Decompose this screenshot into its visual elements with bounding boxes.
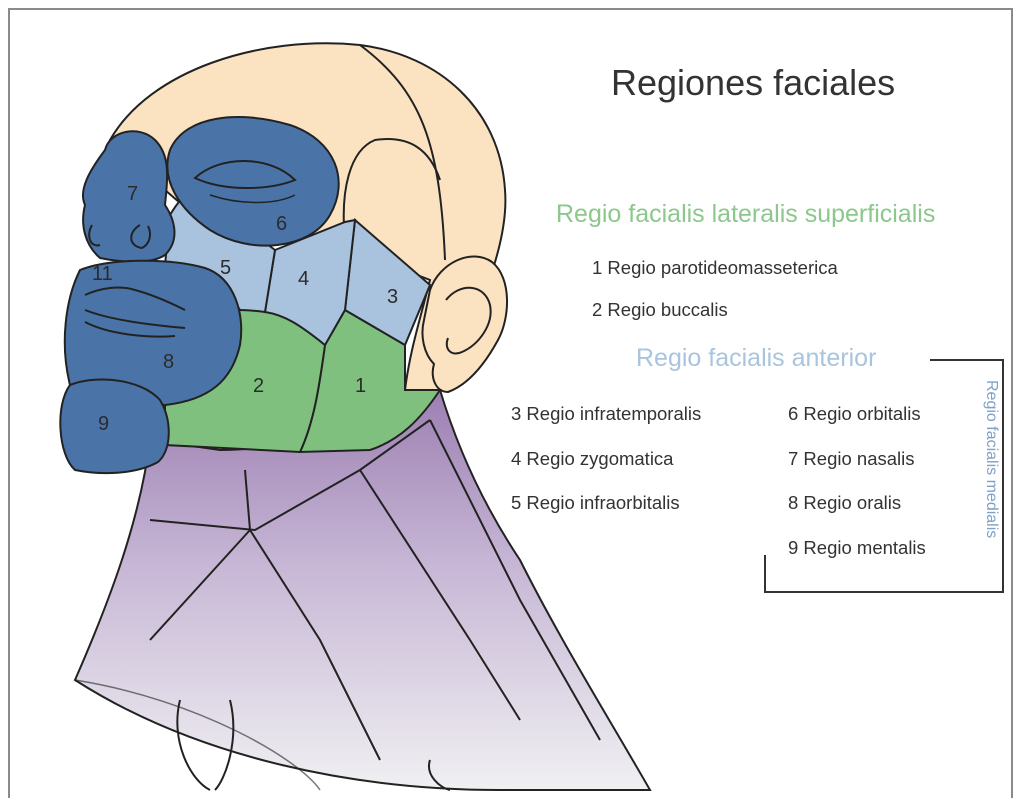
region-number-6: 6 xyxy=(276,213,287,235)
region-number-5: 5 xyxy=(220,257,231,279)
legend-item-4: 4 Regio zygomatica xyxy=(511,448,673,470)
region-number-8: 8 xyxy=(163,351,174,373)
region-number-9: 9 xyxy=(98,413,109,435)
legend-item-9: 9 Regio mentalis xyxy=(788,537,926,559)
medialis-label: Regio facialis medialis xyxy=(982,380,1000,538)
legend-item-3: 3 Regio infratemporalis xyxy=(511,403,701,425)
region-number-7: 7 xyxy=(127,183,138,205)
region-number-2: 2 xyxy=(253,375,264,397)
legend-item-2: 2 Regio buccalis xyxy=(592,299,728,321)
anterior-heading: Regio facialis anterior xyxy=(636,344,876,373)
region-9-shape xyxy=(60,380,168,474)
legend-item-6: 6 Regio orbitalis xyxy=(788,403,921,425)
region-number-3: 3 xyxy=(387,286,398,308)
legend-item-5: 5 Regio infraorbitalis xyxy=(511,492,680,514)
region-number-1: 1 xyxy=(355,375,366,397)
region-number-11: 11 xyxy=(92,263,113,285)
legend-item-7: 7 Regio nasalis xyxy=(788,448,915,470)
lateral-heading: Regio facialis lateralis superficialis xyxy=(556,200,935,229)
legend-item-8: 8 Regio oralis xyxy=(788,492,901,514)
legend-item-1: 1 Regio parotideomasseterica xyxy=(592,257,838,279)
diagram-title: Regiones faciales xyxy=(611,62,895,104)
region-number-4: 4 xyxy=(298,268,309,290)
